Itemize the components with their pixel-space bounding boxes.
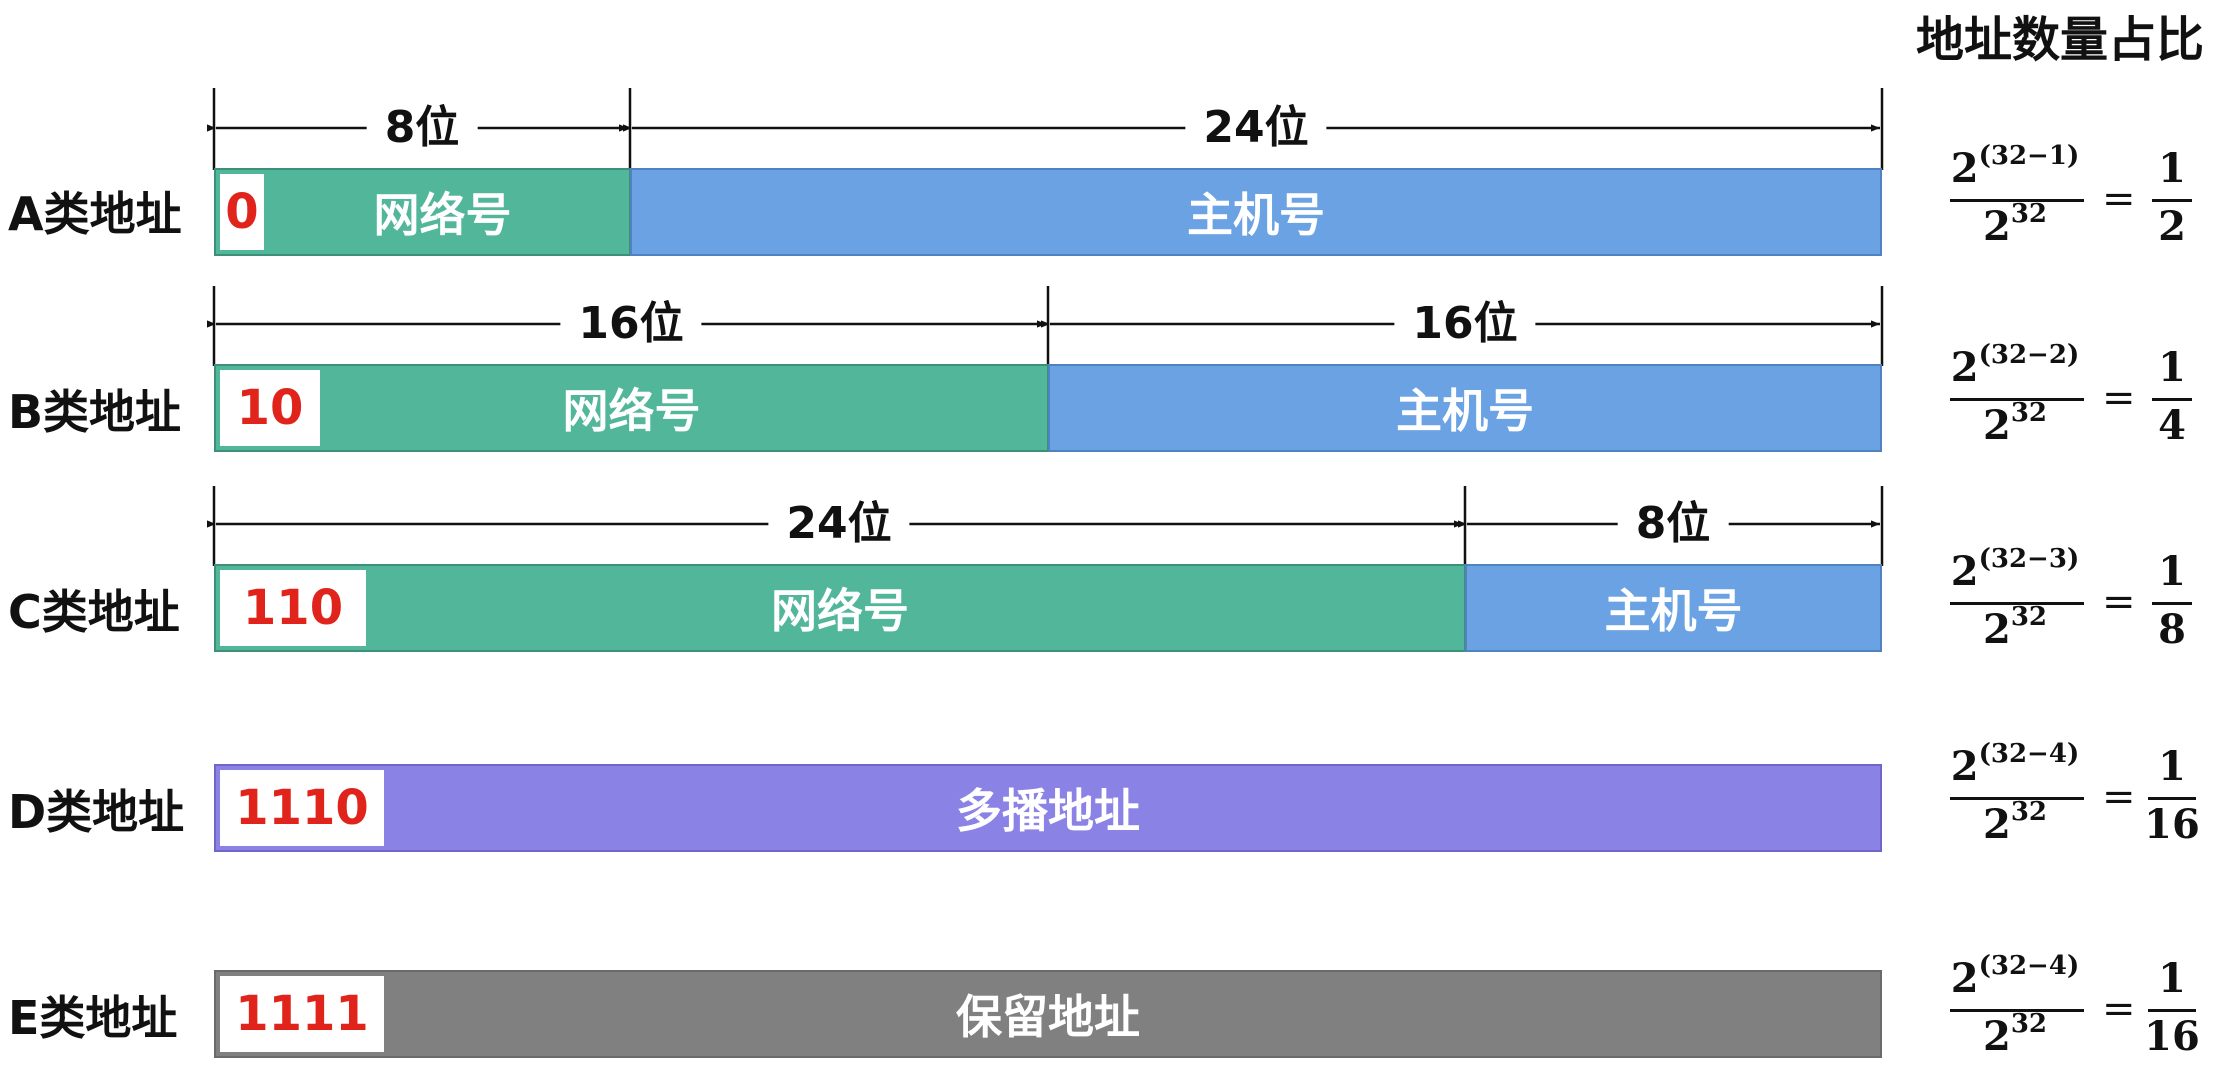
network-segment: 网络号	[214, 364, 1049, 452]
result-denominator: 4	[2158, 402, 2186, 449]
dimension-label-b-host: 16位	[1394, 296, 1536, 352]
ratio-denominator: 232	[1982, 602, 2048, 653]
host-segment-label: 主机号	[1604, 584, 1743, 638]
ratio-numerator: 2(32−4)	[1950, 951, 2080, 1002]
fraction-bar	[2148, 797, 2196, 800]
fraction-bar	[1950, 199, 2084, 202]
result-numerator: 1	[2158, 145, 2186, 192]
ratio-formula-d: 2(32−4) 232 = 1 16	[1940, 739, 2210, 852]
ratio-numerator: 2(32−4)	[1950, 739, 2080, 790]
ratio-left-fraction: 2(32−4) 232	[1940, 951, 2090, 1064]
network-segment-label: 网络号	[373, 188, 512, 242]
class-label-a: A类地址	[8, 187, 182, 241]
equals-sign: =	[2102, 176, 2136, 222]
fraction-bar	[1950, 797, 2084, 800]
fraction-bar	[2148, 1009, 2196, 1012]
class-prefix-bits: 110	[220, 570, 366, 646]
address-bar-c: 网络号 主机号 110	[214, 564, 1882, 652]
ratio-left-fraction: 2(32−1) 232	[1940, 141, 2090, 254]
fraction-bar	[2152, 199, 2192, 202]
fraction-bar	[2152, 602, 2192, 605]
network-segment: 网络号	[214, 564, 1466, 652]
host-segment: 主机号	[1465, 564, 1882, 652]
class-prefix-bits: 0	[220, 174, 264, 250]
host-segment-label: 主机号	[1396, 384, 1534, 438]
equals-sign: =	[2102, 375, 2136, 421]
ratio-numerator: 2(32−1)	[1950, 141, 2080, 192]
ratio-denominator: 232	[1982, 398, 2048, 449]
dimension-label-b-network: 16位	[560, 296, 702, 352]
class-prefix-bits: 1111	[220, 976, 384, 1052]
dimension-label-a-host: 24位	[1185, 100, 1327, 156]
ratio-left-fraction: 2(32−4) 232	[1940, 739, 2090, 852]
ratio-numerator: 2(32−3)	[1950, 544, 2080, 595]
result-numerator: 1	[2158, 548, 2186, 595]
dimension-label-c-host: 8位	[1617, 496, 1729, 552]
result-denominator: 2	[2158, 203, 2186, 250]
class-label-c: C类地址	[8, 585, 180, 639]
ratio-result-fraction: 1 16	[2140, 742, 2204, 852]
address-bar-b: 网络号 主机号 10	[214, 364, 1882, 452]
class-label-e: E类地址	[8, 991, 178, 1045]
class-label-b: B类地址	[8, 385, 182, 439]
result-denominator: 16	[2144, 1013, 2200, 1060]
network-segment: 网络号	[214, 168, 631, 256]
host-segment-label: 主机号	[1187, 188, 1325, 242]
multicast-segment-label: 多播地址	[956, 784, 1140, 838]
ratio-result-fraction: 1 8	[2140, 547, 2204, 657]
host-segment: 主机号	[1048, 364, 1882, 452]
address-bar-a: 网络号 主机号 0	[214, 168, 1882, 256]
dimension-label-c-network: 24位	[768, 496, 910, 552]
network-segment-label: 网络号	[771, 584, 909, 638]
dimension-label-a-network: 8位	[366, 100, 478, 156]
ratio-denominator: 232	[1982, 797, 2048, 848]
ratio-left-fraction: 2(32−2) 232	[1940, 340, 2090, 453]
ratio-result-fraction: 1 16	[2140, 954, 2204, 1064]
result-denominator: 8	[2158, 606, 2186, 653]
ratio-column-heading: 地址数量占比	[1915, 12, 2204, 68]
fraction-bar	[1950, 602, 2084, 605]
result-denominator: 16	[2144, 801, 2200, 848]
ratio-result-fraction: 1 4	[2140, 343, 2204, 453]
ratio-denominator: 232	[1982, 1009, 2048, 1060]
ratio-formula-b: 2(32−2) 232 = 1 4	[1940, 340, 2210, 453]
ratio-numerator: 2(32−2)	[1950, 340, 2080, 391]
reserved-segment: 保留地址	[214, 970, 1882, 1058]
result-numerator: 1	[2158, 743, 2186, 790]
ratio-formula-e: 2(32−4) 232 = 1 16	[1940, 951, 2210, 1064]
address-bar-e: 保留地址 1111	[214, 970, 1882, 1058]
ratio-result-fraction: 1 2	[2140, 144, 2204, 254]
class-prefix-bits: 10	[220, 370, 320, 446]
class-label-d: D类地址	[8, 785, 185, 839]
equals-sign: =	[2102, 579, 2136, 625]
ratio-formula-a: 2(32−1) 232 = 1 2	[1940, 141, 2210, 254]
host-segment: 主机号	[630, 168, 1882, 256]
reserved-segment-label: 保留地址	[956, 990, 1140, 1044]
result-numerator: 1	[2158, 955, 2186, 1002]
ratio-left-fraction: 2(32−3) 232	[1940, 544, 2090, 657]
fraction-bar	[2152, 398, 2192, 401]
dimension-group-b	[207, 286, 1884, 366]
class-prefix-bits: 1110	[220, 770, 384, 846]
multicast-segment: 多播地址	[214, 764, 1882, 852]
equals-sign: =	[2102, 774, 2136, 820]
ratio-formula-c: 2(32−3) 232 = 1 8	[1940, 544, 2210, 657]
fraction-bar	[1950, 1009, 2084, 1012]
ratio-denominator: 232	[1982, 199, 2048, 250]
fraction-bar	[1950, 398, 2084, 401]
result-numerator: 1	[2158, 344, 2186, 391]
address-bar-d: 多播地址 1110	[214, 764, 1882, 852]
network-segment-label: 网络号	[562, 384, 701, 438]
equals-sign: =	[2102, 986, 2136, 1032]
